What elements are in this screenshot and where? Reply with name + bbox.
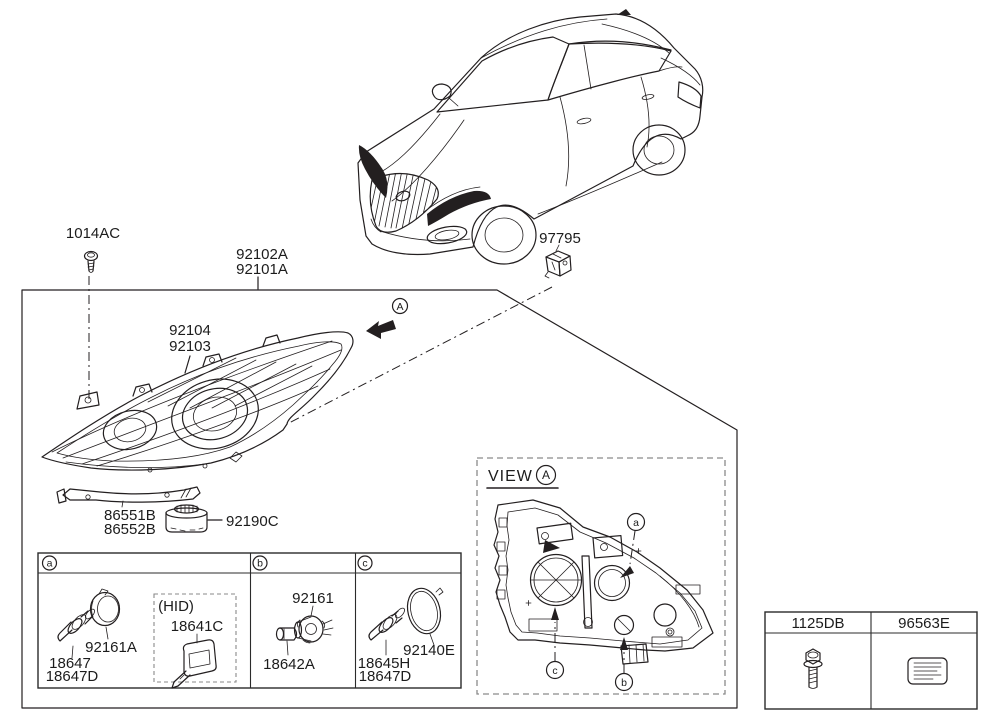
callout-b-circle — [614, 672, 634, 692]
direction-arrow-icon — [366, 320, 396, 339]
legend-b-ref-circle — [252, 555, 268, 571]
label-18641c: 18641C — [171, 618, 224, 635]
view-ref-circle — [535, 464, 557, 486]
label-86552b: 86552B — [104, 521, 156, 538]
bulb-18642a-icon — [275, 627, 298, 641]
headlamp-assembly-drawing — [41, 331, 354, 473]
front-wheel — [471, 205, 537, 265]
connector-icon — [544, 250, 572, 279]
label-18647d-a: 18647D — [46, 668, 99, 685]
callout-b-letter: b — [621, 677, 627, 689]
retaining-ring-92140e-icon — [406, 587, 444, 635]
main-enclosure-box — [21, 289, 738, 709]
car-illustration — [357, 9, 704, 265]
callout-c-letter: c — [552, 665, 557, 677]
callout-c-circle — [545, 660, 565, 680]
car-headlamp-left-icon — [358, 145, 388, 198]
label-92104: 92104 — [169, 322, 211, 339]
callout-a-leader — [629, 530, 636, 565]
label-86551b: 86551B — [104, 507, 156, 524]
screw-icon — [83, 250, 99, 273]
leader-92161a — [105, 626, 109, 640]
bulb-18647-icon — [57, 608, 95, 642]
callout-a-letter: a — [633, 517, 639, 529]
leader-connector — [555, 244, 560, 252]
legend-table: a 18647 18647D 92161A (HID) 18641C — [37, 552, 462, 689]
view-panel: VIEW A — [476, 457, 726, 695]
leader-92161 — [310, 605, 314, 617]
callout-c-arrow — [551, 607, 559, 620]
label-18645h: 18645H — [358, 655, 411, 672]
label-92140e: 92140E — [403, 642, 455, 659]
projector-large — [171, 378, 259, 450]
label-92190c: 92190C — [226, 513, 279, 530]
direction-ref-circle — [391, 297, 409, 315]
view-panel-border — [476, 457, 726, 695]
direction-ref-letter: A — [396, 301, 403, 313]
callout-a-circle — [626, 512, 646, 532]
view-ref-letter: A — [542, 468, 550, 482]
leader-18647 — [71, 645, 74, 659]
label-92161a: 92161A — [85, 639, 137, 656]
car-headlamp-right-icon — [427, 190, 491, 226]
hid-bulb-18641c-icon — [171, 639, 217, 689]
projector-small — [102, 409, 158, 451]
legend-a-ref: a — [47, 558, 53, 570]
callout-b-arrow — [620, 637, 628, 650]
label-1014ac: 1014AC — [66, 225, 120, 242]
dust-cap-92161a-icon — [89, 588, 121, 627]
hardware-table: 1125DB 96563E — [764, 611, 978, 710]
bolt-icon — [803, 648, 823, 689]
leader-unit — [184, 355, 191, 374]
leader-strip — [121, 500, 124, 508]
label-92103: 92103 — [169, 338, 211, 355]
rear-housing-drawing — [493, 499, 714, 665]
view-title: VIEW — [488, 468, 533, 485]
label-hid: (HID) — [158, 598, 194, 615]
leader-18642a — [286, 640, 289, 656]
label-92102a: 92102A — [236, 246, 288, 263]
label-18647: 18647 — [49, 655, 91, 672]
led-module-icon — [165, 504, 208, 533]
legend-b-ref: b — [257, 558, 263, 570]
legend-a-ref-circle — [41, 555, 58, 571]
label-92101a: 92101A — [236, 261, 288, 278]
mounting-strip-drawing — [56, 486, 201, 504]
legend-c-ref: c — [362, 558, 367, 570]
legend-c-ref-circle — [357, 555, 373, 571]
label-18647d-c: 18647D — [359, 668, 412, 685]
rear-wheel — [632, 124, 686, 176]
label-1125db: 1125DB — [791, 615, 844, 632]
label-92161: 92161 — [292, 590, 334, 607]
leader-connector-dashdot — [286, 286, 553, 425]
side-mirror — [431, 83, 459, 107]
label-18642a: 18642A — [263, 656, 315, 673]
hid-option-box — [153, 593, 237, 683]
bulb-18645h-icon — [368, 607, 405, 641]
leader-92140e — [429, 633, 435, 646]
label-97795: 97795 — [539, 230, 581, 247]
label-sticker-icon — [907, 657, 948, 685]
callout-a-arrow — [620, 566, 634, 578]
label-96563e: 96563E — [898, 615, 950, 632]
socket-92161-icon — [293, 615, 334, 644]
